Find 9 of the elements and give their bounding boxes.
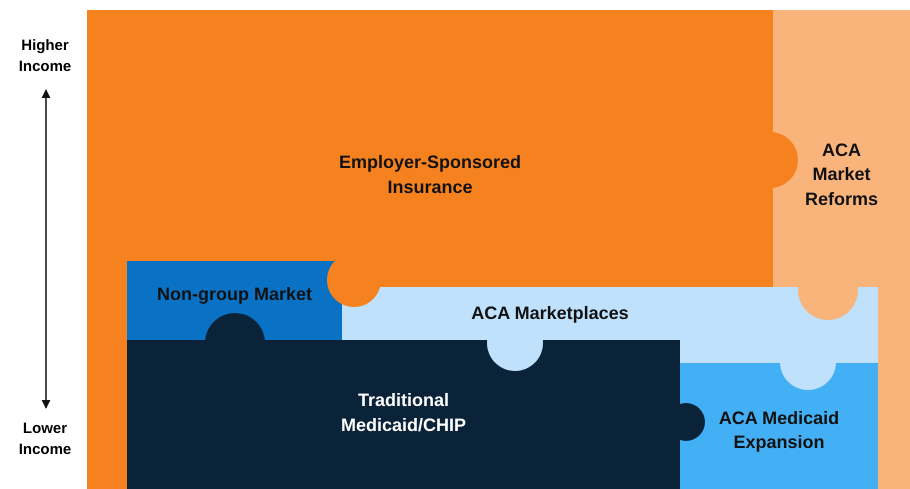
piece-label: ACA Marketplaces [470, 302, 630, 325]
piece-label: Traditional Medicaid/CHIP [340, 389, 468, 436]
piece-label: Non-group Market [156, 283, 313, 306]
piece-label: Employer-Sponsored Insurance [338, 151, 522, 198]
axis-label: Lower Income [18, 419, 72, 460]
piece-label: ACA Market Reforms [804, 139, 880, 211]
puzzle-piece [680, 363, 878, 489]
axis-label: Higher Income [18, 36, 72, 77]
piece-label: ACA Medicaid Expansion [718, 406, 840, 454]
